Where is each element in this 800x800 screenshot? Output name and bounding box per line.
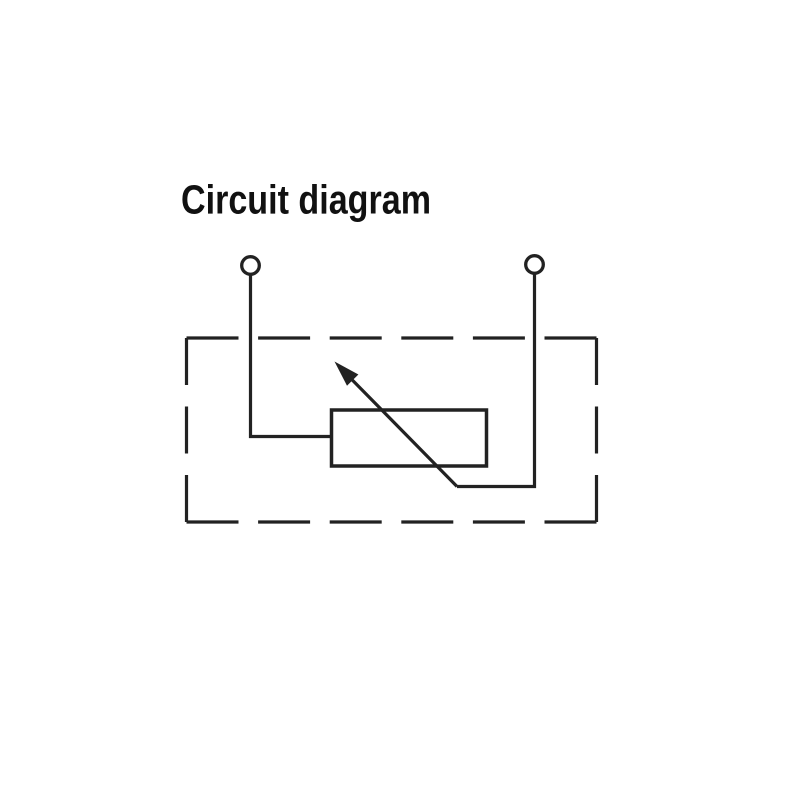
page-title: Circuit diagram	[181, 177, 431, 223]
right-terminal-icon	[524, 254, 545, 275]
arrow-head-icon	[334, 361, 359, 386]
component-boundary-box	[184, 336, 599, 524]
left-terminal-icon	[240, 255, 261, 276]
arrow-shaft	[338, 366, 459, 488]
wire-left	[248, 274, 334, 439]
wire-right	[457, 273, 537, 489]
variable-adjustment-arrow	[334, 361, 459, 488]
